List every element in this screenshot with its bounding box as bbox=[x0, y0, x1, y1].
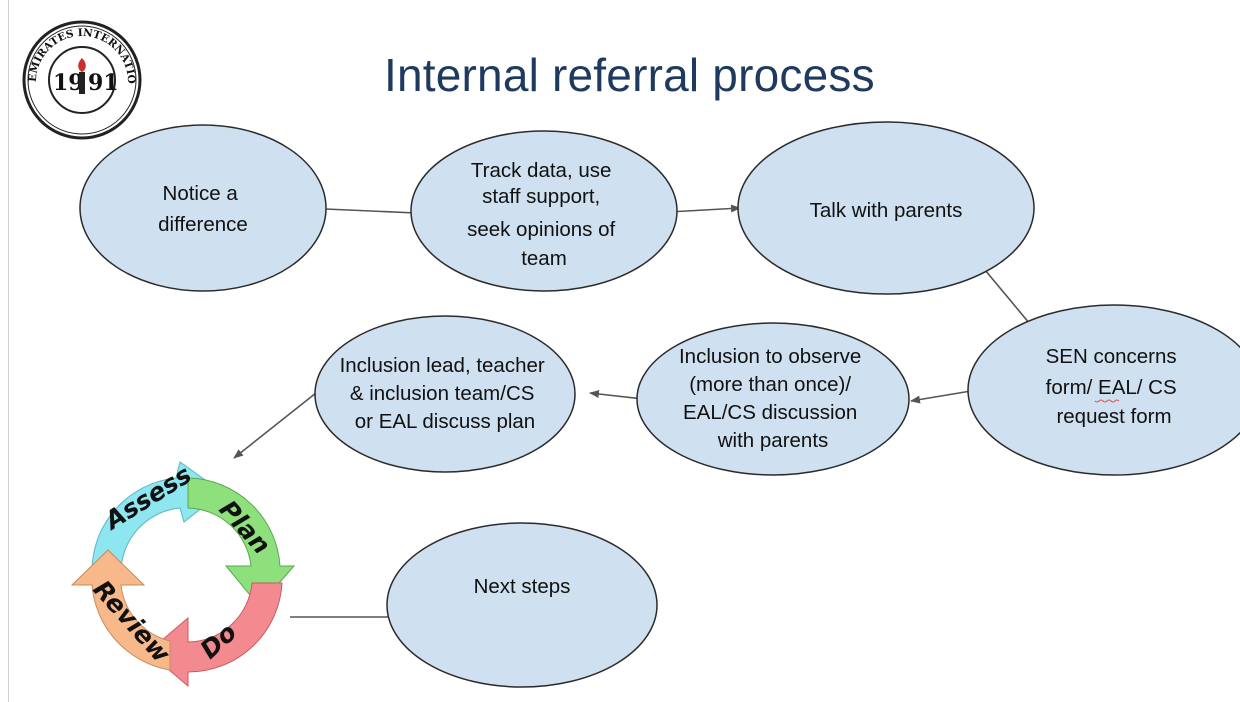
slide-title: Internal referral process bbox=[384, 49, 875, 101]
node-notice: Notice a difference bbox=[79, 124, 327, 292]
node-next-steps: Next steps bbox=[386, 522, 658, 688]
cycle-segment-do bbox=[147, 582, 283, 688]
node-talk: Talk with parents bbox=[737, 121, 1035, 295]
arrow-plan-to-cycle bbox=[233, 392, 317, 459]
torch-icon bbox=[79, 72, 85, 94]
node-observe: Inclusion to observe (more than once)/ E… bbox=[636, 322, 910, 476]
assess-plan-do-review-cycle: Assess Plan Do Review bbox=[70, 460, 296, 688]
svg-text:Talk with parents: Talk with parents bbox=[810, 199, 963, 222]
svg-text:Track data, use staff su: Track data, use staff support, seek opin… bbox=[467, 159, 621, 270]
svg-text:Inclusion to observe (mo: Inclusion to observe (more than once)/ E… bbox=[679, 345, 867, 452]
svg-text:Next steps: Next steps bbox=[474, 575, 571, 598]
slide-left-border bbox=[8, 0, 9, 702]
node-sen-form: SEN concerns form/ EAL/ CS request form bbox=[967, 304, 1240, 476]
svg-text:Notice a difference: Notice a difference bbox=[158, 182, 248, 236]
logo-year-right: 91 bbox=[88, 70, 119, 96]
svg-text:SEN concerns form/ EAL/: SEN concerns form/ EAL/ CS request form bbox=[1046, 345, 1183, 428]
cycle-segment-review bbox=[70, 549, 171, 671]
svg-text:Inclusion lead, teacher: Inclusion lead, teacher & inclusion team… bbox=[340, 354, 551, 433]
torch-flame-icon bbox=[78, 58, 86, 72]
cycle-segment-plan bbox=[187, 477, 296, 607]
node-track: Track data, use staff support, seek opin… bbox=[410, 130, 678, 292]
node-discuss-plan: Inclusion lead, teacher & inclusion team… bbox=[314, 315, 576, 473]
logo-year-left: 19 bbox=[53, 70, 84, 96]
school-logo: EMIRATES INTERNATIONAL SCHOOL · DUBAI · … bbox=[0, 0, 142, 140]
spellcheck-underline bbox=[1094, 399, 1120, 403]
